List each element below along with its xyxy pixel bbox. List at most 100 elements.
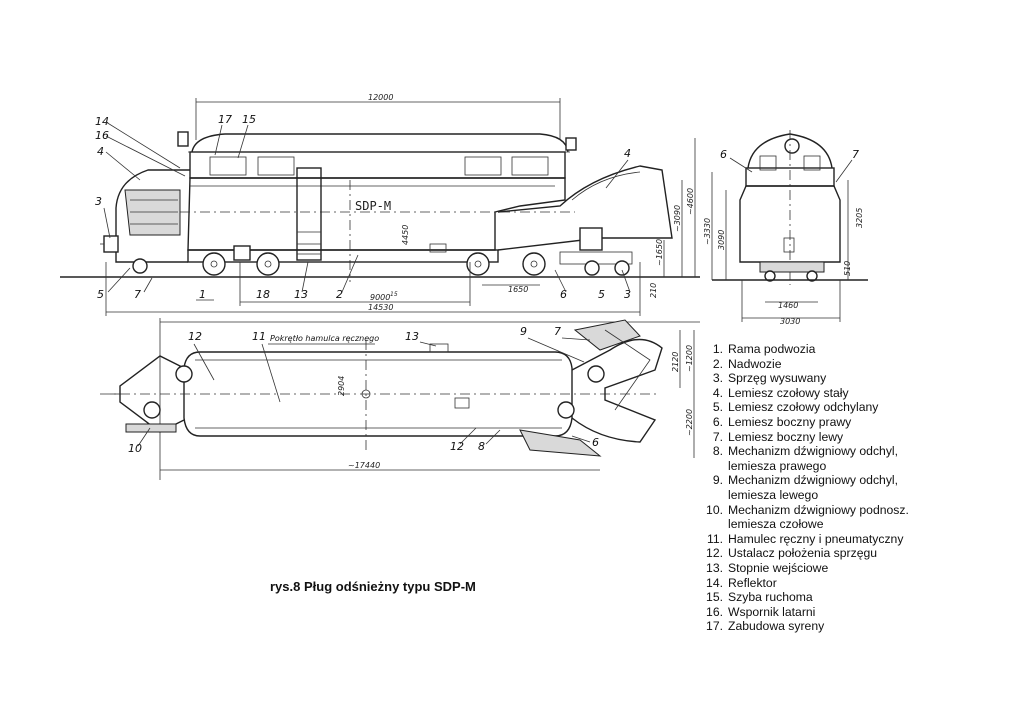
entry-door (296, 167, 322, 261)
plan-callout-8: 8 (478, 440, 485, 453)
legend-text: Mechanizm dźwigniowy odchyl, lemiesza le… (728, 473, 899, 502)
plan-lamp (587, 365, 605, 383)
callout-3: 3 (95, 195, 102, 208)
legend-number: 10. (706, 502, 723, 517)
callout-4: 4 (97, 145, 104, 158)
reflector-lamp (565, 137, 577, 151)
end-dim-3090: 3090 (717, 230, 726, 250)
legend-item: 2.Nadwozie (701, 357, 941, 372)
plan-side-blade-left (573, 319, 641, 351)
cab-window (209, 156, 247, 176)
callout-17: 17 (218, 113, 232, 126)
legend-item: 13. Stopnie wejściowe (701, 561, 941, 576)
cab-window (257, 156, 295, 176)
wheel (202, 252, 226, 276)
front-blade (124, 189, 181, 236)
legend-number: 16. (706, 604, 723, 619)
side-callouts: 14 16 4 17 15 3 4 5 7 1 18 13 2 6 (95, 113, 631, 301)
plan-callout-11: 11 (252, 330, 266, 343)
plan-dim-inner: 2904 (337, 376, 346, 396)
callout-5-rear: 5 (598, 288, 605, 301)
plan-view: ~17440 2120 ~1200 ~2200 2904 12 11 Pokrę… (100, 318, 700, 480)
end-dim-width: 3030 (780, 317, 800, 326)
plan-callout-6: 6 (592, 436, 599, 449)
legend-item: 7.Lemiesz boczny lewy (701, 430, 941, 445)
plan-side-blade-right (519, 429, 602, 457)
callout-14: 14 (95, 115, 109, 128)
legend-text: Lemiesz czołowy odchylany (728, 400, 879, 415)
dim-overall-length: 14530 (368, 303, 393, 312)
dim-bogie-spacing: 1650 (508, 285, 528, 294)
legend-number: 3. (712, 371, 723, 386)
legend-text: Reflektor (728, 575, 777, 590)
legend-text: Zabudowa syreny (728, 619, 825, 634)
legend-item: 1.Rama podwozia (701, 342, 941, 357)
legend-item: 17. Zabudowa syreny (701, 619, 941, 634)
legend-number: 9. (712, 473, 723, 488)
legend-text: Hamulec ręczny i pneumatyczny (728, 531, 904, 546)
reflector-lamp (177, 131, 189, 147)
legend-number: 7. (712, 429, 723, 444)
callout-13: 13 (294, 288, 308, 301)
plan-callout-7: 7 (554, 325, 561, 338)
dim-low-210: 210 (649, 283, 658, 298)
figure-caption: rys.8 Pług odśnieżny typu SDP-M (270, 579, 476, 594)
end-dim-3205: 3205 (855, 208, 864, 228)
end-dim-510: 510 (843, 261, 852, 276)
dim-top-length: 12000 (368, 93, 393, 102)
plan-rear-plow (571, 338, 663, 443)
callout-1: 1 (199, 288, 206, 301)
legend-item: 4.Lemiesz czołowy stały (701, 386, 941, 401)
legend-item: 3. Sprzęg wysuwany (701, 371, 941, 386)
dim-wheelbase: 9000 (370, 293, 390, 302)
legend-text: Lemiesz boczny prawy (728, 414, 852, 429)
legend-text: Mechanizm dźwigniowy odchyl, lemiesza pr… (728, 444, 899, 473)
cab-window (464, 156, 502, 176)
wheel (614, 260, 630, 276)
legend-number: 13. (706, 560, 723, 575)
legend-number: 12. (706, 546, 723, 561)
bogie-plate (233, 245, 251, 261)
legend-number: 17. (706, 619, 723, 634)
callout-16: 16 (95, 129, 109, 142)
legend-item: 11. Hamulec ręczny i pneumatyczny (701, 532, 941, 547)
legend-item: 9. Mechanizm dźwigniowy odchyl, lemiesza … (701, 473, 941, 502)
legend-item: 15. Szyba ruchoma (701, 590, 941, 605)
callout-5: 5 (97, 288, 104, 301)
legend-item: 5.Lemiesz czołowy odchylany (701, 400, 941, 415)
plan-callout-9: 9 (520, 325, 527, 338)
dim-height-3090: ~3090 (673, 205, 682, 232)
callout-7: 7 (134, 288, 141, 301)
legend-item: 14.Reflektor (701, 576, 941, 591)
plan-front-blade (125, 423, 177, 433)
legend-item: 12.Ustalacz położenia sprzęgu (701, 546, 941, 561)
cab-window (511, 156, 549, 176)
legend-number: 15. (706, 590, 723, 605)
legend-text: Sprzęg wysuwany (728, 371, 827, 386)
plan-dim-1200: ~1200 (685, 345, 694, 372)
callout-2: 2 (336, 288, 343, 301)
legend-text: Nadwozie (728, 356, 782, 371)
end-callout-7: 7 (852, 148, 859, 161)
legend-number: 11. (706, 531, 723, 546)
dim-height-body: 4450 (401, 225, 410, 245)
legend-text: Szyba ruchoma (728, 590, 813, 605)
wheel (466, 252, 490, 276)
legend-item: 6.Lemiesz boczny prawy (701, 415, 941, 430)
underframe (187, 249, 499, 263)
side-elevation: SDP-M 12000 (60, 93, 700, 316)
legend-text: Rama podwozia (728, 342, 816, 356)
legend-text: Mechanizm dźwigniowy podnosz. lemiesza c… (728, 502, 909, 532)
wheel (584, 260, 600, 276)
callout-15: 15 (242, 113, 256, 126)
dim-height-total: ~4600 (686, 188, 695, 215)
legend-number: 4. (712, 385, 723, 400)
end-bogie (759, 261, 825, 273)
end-body (739, 185, 841, 263)
coupler (103, 235, 119, 253)
legend-text: Stopnie wejściowe (728, 560, 829, 575)
plan-dim-2120: 2120 (671, 352, 680, 372)
wheel (522, 252, 546, 276)
